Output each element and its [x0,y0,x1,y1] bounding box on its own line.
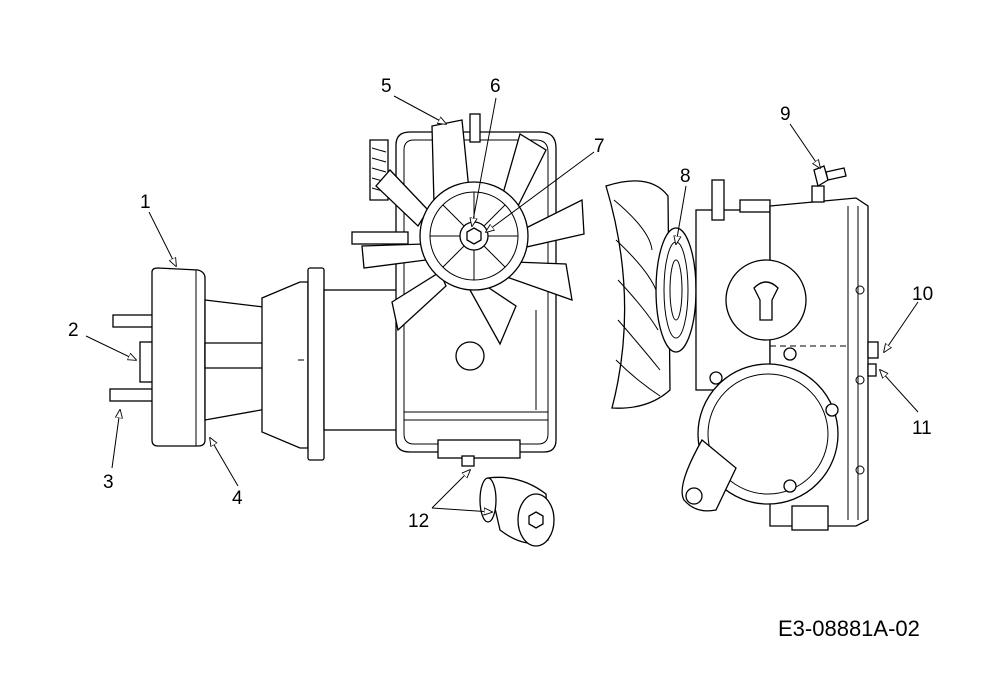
cover-bolt [783,347,797,361]
keyhole-slot [753,281,779,321]
callout-5: 5 [381,76,392,97]
drawing-code: E3-08881A-02 [778,616,920,641]
fan-screen [605,180,671,409]
callout-4: 4 [232,488,243,509]
callout-8: 8 [680,166,691,187]
callout-10: 10 [912,284,933,305]
callout-12: 12 [408,511,429,532]
side-bolt [867,341,879,359]
breather-valve [813,165,847,188]
lower-stud [109,388,155,402]
cover-bolt [825,403,839,417]
drain-plug [461,455,475,467]
callout-11: 11 [912,418,932,439]
side-tube [711,179,725,221]
spacer-end-face [479,477,497,523]
side-fitting [739,199,771,213]
case-vent [811,185,825,203]
case-foot [791,505,829,531]
drive-pulley [655,227,697,353]
side-view-assembly [605,165,879,531]
mounting-hole [685,487,703,505]
oil-sump [437,439,521,459]
fan-blade [375,169,429,228]
hub-nut [466,227,482,245]
cooling-fan [361,119,585,346]
cover-bolt [783,479,797,493]
callout-2: 2 [68,320,79,341]
engine-flange [307,267,325,461]
callout-6: 6 [490,76,501,97]
callout-9: 9 [780,104,791,125]
side-washer [867,363,877,377]
spacer-bolt [528,511,544,529]
upper-stud [112,314,154,328]
mounting-flange-assembly [109,267,325,461]
callout-7: 7 [594,136,605,157]
leader-lines [85,95,919,512]
adapter-collar [261,281,309,449]
engine-assembly [323,113,585,467]
flange-plate [151,267,206,447]
oil-fill-port [455,341,485,371]
dipstick-tube [469,113,481,143]
callout-1: 1 [140,192,151,213]
throttle-linkage [351,231,409,245]
cover-bolt [709,371,723,385]
callout-3: 3 [103,472,114,493]
callout-labels: 1 2 3 4 5 6 7 8 9 10 11 12 [68,76,933,532]
